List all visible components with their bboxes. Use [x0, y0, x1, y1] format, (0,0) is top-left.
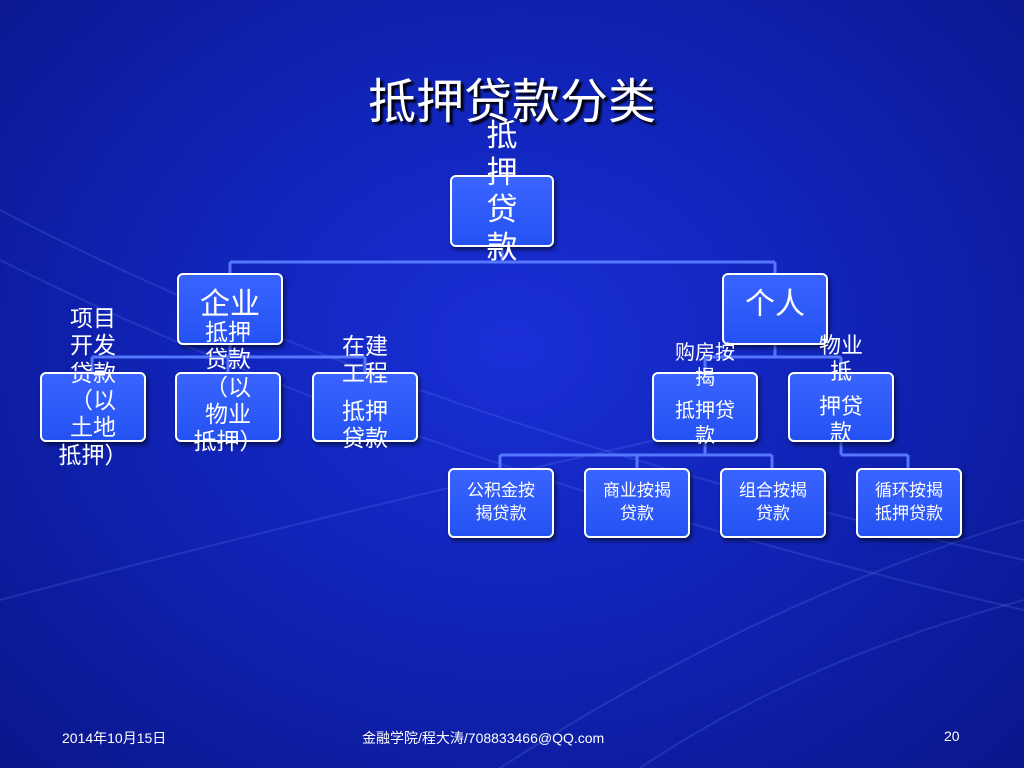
home-mortgage-label: 购房按 揭 抵押贷 款 — [675, 340, 735, 447]
commercial-loan-box — [584, 468, 690, 538]
combined-loan-label: 组合按揭 贷款 — [739, 481, 807, 524]
slide-title: 抵押贷款分类 — [367, 74, 656, 130]
root-box — [450, 175, 554, 247]
home-mortgage-box — [652, 372, 758, 442]
commercial-loan-label: 商业按揭 贷款 — [603, 481, 671, 524]
project-loan-label: 项目 开发 贷款 （以 土地 抵押） — [58, 306, 128, 469]
revolving-loan-label: 循环按揭 抵押贷款 — [875, 481, 943, 524]
property-loan-label: 抵押 贷款 （以 物业 抵押） — [193, 320, 263, 456]
property-loan-box — [175, 372, 281, 442]
combined-loan-box — [720, 468, 826, 538]
enterprise-box — [177, 273, 283, 345]
root-label: 抵 押 贷 款 — [486, 118, 518, 266]
construction-loan-label: 在建 工程 抵押 贷款 — [342, 334, 388, 453]
housing-fund-loan-box — [448, 468, 554, 538]
project-loan-box — [40, 372, 146, 442]
housing-fund-loan-label: 公积金按 揭贷款 — [467, 481, 535, 524]
personal-label: 个人 — [745, 287, 805, 322]
enterprise-label: 企业 — [200, 287, 260, 322]
construction-loan-box — [312, 372, 418, 442]
footer-author: 金融学院/程大涛/708833466@QQ.com — [362, 730, 605, 746]
revolving-loan-box — [856, 468, 962, 538]
personal-property-loan-label: 物业 抵 押贷 款 — [818, 334, 863, 447]
footer-page-number: 20 — [944, 728, 960, 744]
personal-box — [722, 273, 828, 345]
footer-date: 2014年10月15日 — [62, 730, 167, 746]
personal-property-loan-box — [788, 372, 894, 442]
